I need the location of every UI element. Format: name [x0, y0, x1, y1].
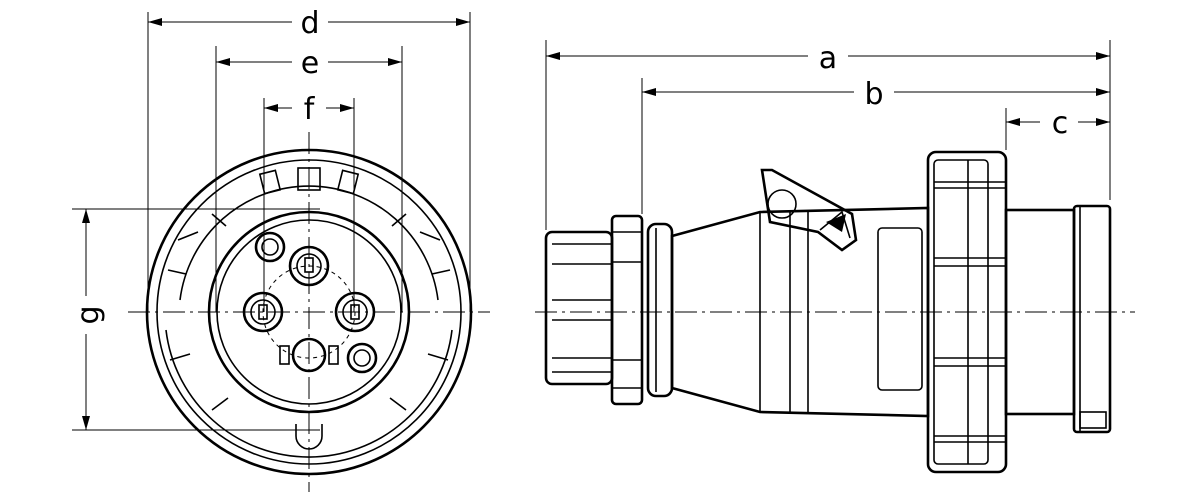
side-dimensions: a b c	[545, 40, 1111, 230]
pin-right	[334, 291, 376, 333]
grip-arc-top	[179, 185, 439, 301]
outer-ring-inner-edge	[156, 159, 462, 465]
key-notch	[295, 424, 323, 450]
dimension-label-g: g	[71, 305, 106, 324]
grip-arc-bottom	[165, 329, 453, 458]
rear-nut	[544, 214, 644, 406]
front-view	[128, 132, 490, 492]
side-view	[535, 150, 1135, 474]
pilot-pin-left	[254, 231, 286, 263]
dimension-label-c: c	[1052, 106, 1069, 141]
pin-pitch-circle	[262, 265, 356, 359]
dimension-label-e: e	[301, 46, 319, 81]
dimension-label-a: a	[819, 41, 837, 76]
pilot-pin-right	[346, 342, 378, 374]
socket-face-outer	[207, 210, 411, 414]
dimension-label-d: d	[300, 6, 319, 41]
outer-ring	[145, 148, 473, 476]
front-dimensions: d e f g	[71, 6, 471, 431]
pin-top	[288, 245, 330, 287]
latch-lever	[760, 168, 858, 252]
collar-ring	[646, 222, 674, 398]
front-shroud	[1004, 204, 1112, 434]
earth-pin	[279, 337, 339, 373]
grip-ribs	[167, 167, 451, 411]
dimension-label-b: b	[864, 77, 883, 112]
socket-face-inner	[216, 219, 402, 405]
label-window	[877, 227, 923, 391]
dimension-label-f: f	[304, 92, 316, 127]
pin-left	[242, 291, 284, 333]
